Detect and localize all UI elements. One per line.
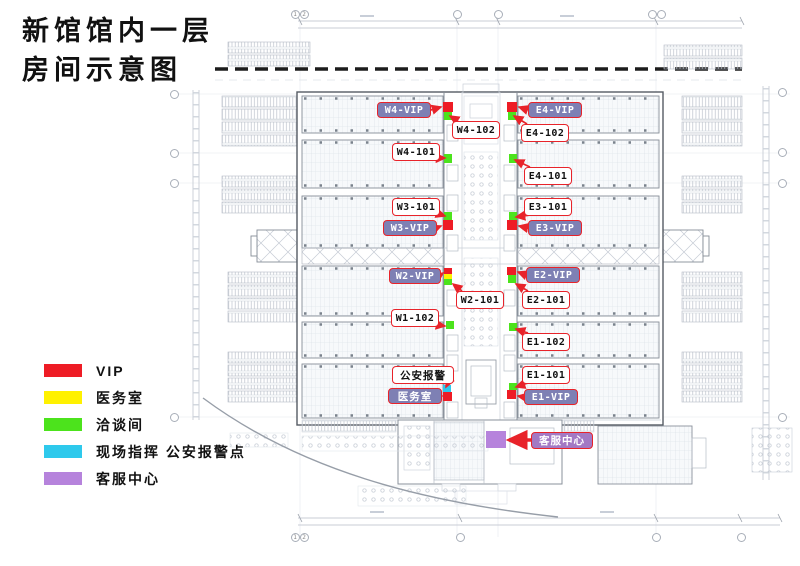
callout-w2-vip: W2-VIP	[389, 268, 441, 284]
callout-police-alarm: 公安报警	[392, 366, 454, 384]
legend-label-site-command-police: 现场指挥 公安报警点	[96, 443, 246, 460]
grid-bubble	[777, 87, 787, 97]
grid-bubble: 2	[299, 532, 309, 542]
callout-e4-vip: E4-VIP	[528, 102, 582, 118]
e4-vip-marker	[507, 102, 517, 112]
w3-vip-marker	[443, 220, 453, 230]
callout-e3-101: E3-101	[524, 198, 572, 216]
e3-talk-marker	[509, 212, 517, 220]
e1-102-marker	[509, 323, 517, 331]
grid-bubble	[647, 9, 657, 19]
grid-bubble	[169, 178, 179, 188]
callout-medical-room: 医务室	[388, 388, 442, 404]
callout-e4-101: E4-101	[524, 167, 572, 185]
e2-talk-marker	[508, 275, 516, 283]
w2-vip-marker	[444, 268, 452, 274]
legend-item-vip: VIP	[44, 357, 246, 384]
callout-e1-101: E1-101	[522, 366, 570, 384]
e1-vip-marker	[507, 390, 516, 399]
callout-e4-102: E4-102	[521, 124, 569, 142]
legend-swatch-site-command-police	[44, 445, 82, 458]
w2-talk-marker	[444, 279, 452, 285]
page-title: 新馆馆内一层 房间示意图	[22, 12, 214, 90]
legend-swatch-vip	[44, 364, 82, 377]
e4-101-marker	[509, 154, 517, 163]
grid-bubble	[736, 532, 746, 542]
title-line-2: 房间示意图	[22, 55, 182, 85]
legend-label-customer-service-center: 客服中心	[96, 470, 160, 487]
grid-bubble	[656, 9, 666, 19]
legend-swatch-medical-room	[44, 391, 82, 404]
legend-item-medical-room: 医务室	[44, 384, 246, 411]
legend-swatch-negotiation-room	[44, 418, 82, 431]
callout-w4-102: W4-102	[452, 121, 500, 139]
legend-label-negotiation-room: 洽谈间	[96, 416, 144, 433]
legend: VIP 医务室洽谈间现场指挥 公安报警点客服中心	[44, 357, 246, 492]
grid-bubble	[777, 147, 787, 157]
legend-item-negotiation-room: 洽谈间	[44, 411, 246, 438]
title-line-1: 新馆馆内一层	[22, 16, 214, 46]
grid-bubble	[651, 532, 661, 542]
w2-medical-marker	[444, 274, 452, 279]
e3-vip-marker	[507, 220, 517, 230]
callout-w2-101: W2-101	[456, 291, 504, 309]
legend-label-vip: VIP	[96, 362, 125, 379]
callout-e1-vip: E1-VIP	[524, 389, 578, 405]
callout-w4-101: W4-101	[392, 143, 440, 161]
callout-e1-102: E1-102	[522, 333, 570, 351]
callout-e2-101: E2-101	[522, 291, 570, 309]
callout-w3-vip: W3-VIP	[383, 220, 437, 236]
w3-talk-marker	[444, 212, 452, 220]
callout-e2-vip: E2-VIP	[526, 267, 580, 283]
legend-item-site-command-police: 现场指挥 公安报警点	[44, 438, 246, 465]
e1-talk-marker	[509, 383, 517, 390]
callout-w1-102: W1-102	[391, 309, 439, 327]
grid-bubble	[455, 532, 465, 542]
grid-bubble	[169, 412, 179, 422]
grid-bubble	[777, 412, 787, 422]
callout-w3-101: W3-101	[392, 198, 440, 216]
e2-vip-marker	[507, 267, 516, 275]
legend-label-medical-room: 医务室	[96, 389, 144, 406]
grid-bubble	[493, 9, 503, 19]
w1-102-marker	[446, 321, 454, 329]
grid-bubble: 1	[290, 532, 300, 542]
callout-w4-vip: W4-VIP	[377, 102, 431, 118]
w1-medical-marker	[443, 392, 452, 401]
w1-police-marker	[443, 385, 451, 392]
legend-item-customer-service-center: 客服中心	[44, 465, 246, 492]
grid-bubble	[777, 178, 787, 188]
w4-101-marker	[444, 154, 452, 163]
legend-swatch-customer-service-center	[44, 472, 82, 485]
w4-vip-marker	[443, 102, 453, 112]
grid-bubble	[452, 9, 462, 19]
w4-talk-marker	[444, 112, 452, 120]
e4-talk-marker	[508, 112, 516, 120]
service-center-area	[486, 431, 506, 448]
grid-bubble	[169, 89, 179, 99]
grid-bubble	[169, 148, 179, 158]
callout-e3-vip: E3-VIP	[528, 220, 582, 236]
callout-service-center: 客服中心	[531, 432, 593, 449]
grid-bubble: 2	[299, 9, 309, 19]
grid-bubble: 1	[290, 9, 300, 19]
